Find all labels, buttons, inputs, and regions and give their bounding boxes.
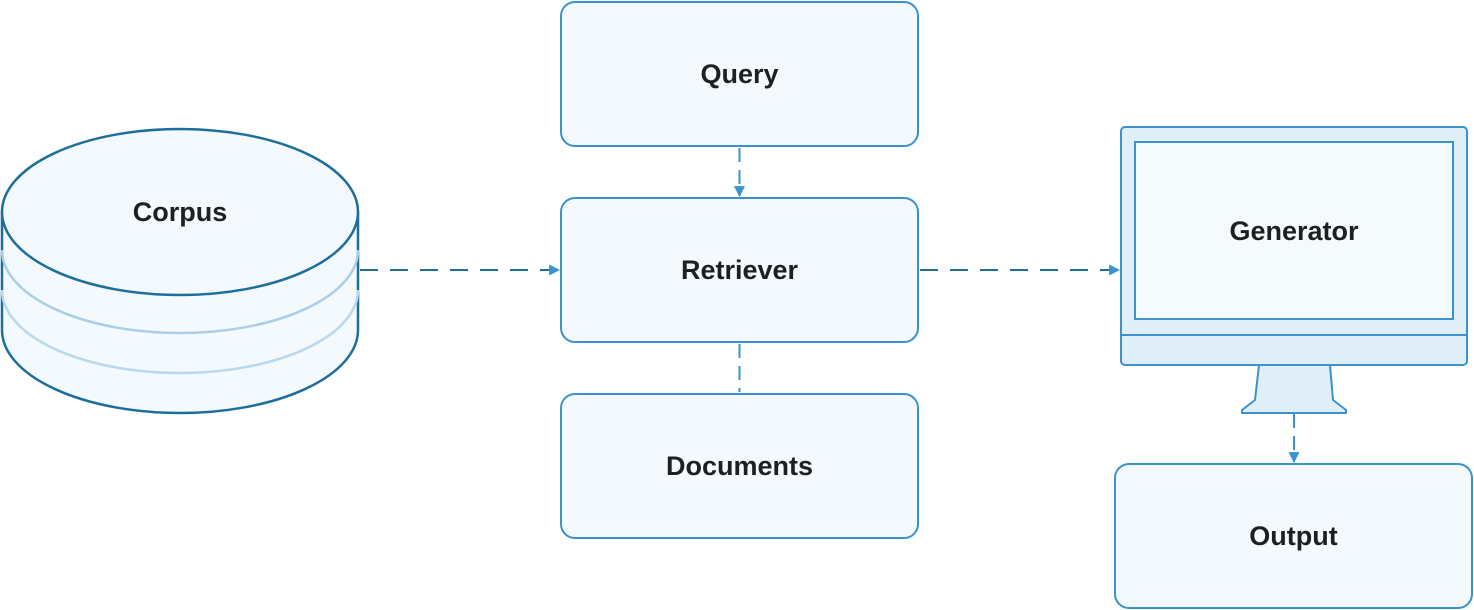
documents-label: Documents: [666, 451, 813, 481]
query-box: [560, 1, 919, 147]
corpus-node[interactable]: Corpus: [0, 127, 360, 415]
documents-box: [560, 393, 919, 539]
corpus-cylinder-band: [0, 249, 360, 335]
monitor-screen: [1134, 141, 1454, 320]
retriever-label: Retriever: [681, 255, 799, 285]
documents-node[interactable]: Documents: [560, 393, 919, 539]
retriever-box: [560, 197, 919, 343]
retriever-node[interactable]: Retriever: [560, 197, 919, 343]
output-box: [1114, 463, 1473, 609]
query-node[interactable]: Query: [560, 1, 919, 147]
output-node[interactable]: Output: [1114, 463, 1473, 609]
query-label: Query: [700, 59, 778, 89]
generator-node[interactable]: Generator: [1120, 126, 1468, 414]
corpus-cylinder-band: [0, 289, 360, 375]
output-label: Output: [1249, 521, 1337, 551]
corpus-cylinder-top: [0, 127, 360, 297]
corpus-label: Corpus: [133, 197, 228, 227]
monitor-stand: [1241, 364, 1347, 414]
generator-label: Generator: [1229, 216, 1359, 246]
